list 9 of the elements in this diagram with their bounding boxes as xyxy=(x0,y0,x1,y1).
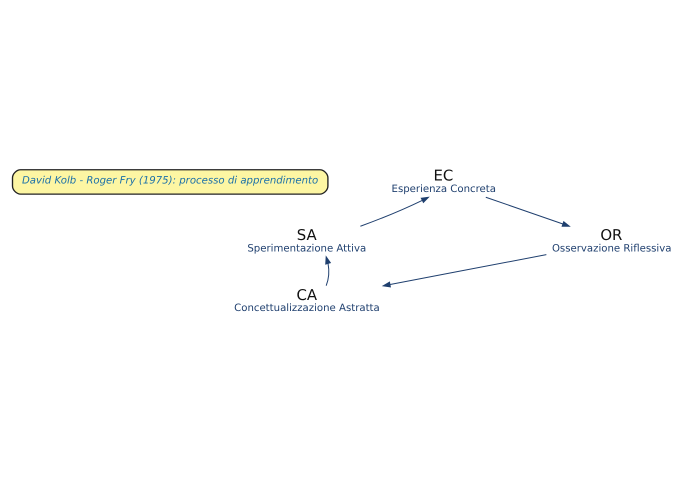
node-text: OR Osservazione Riflessiva xyxy=(552,226,672,254)
arrow xyxy=(486,196,571,227)
node-box: David Kolb - Roger Fry (1975): processo di apprendimento xyxy=(12,169,329,195)
arrow xyxy=(360,196,430,227)
node-text: CA Concettualizzazione Astratta xyxy=(234,286,380,314)
node-text: SA Sperimentazione Attiva xyxy=(247,226,366,254)
node-text: EC Esperienza Concreta xyxy=(392,166,496,195)
arrow xyxy=(382,254,546,288)
arrow xyxy=(325,255,332,286)
